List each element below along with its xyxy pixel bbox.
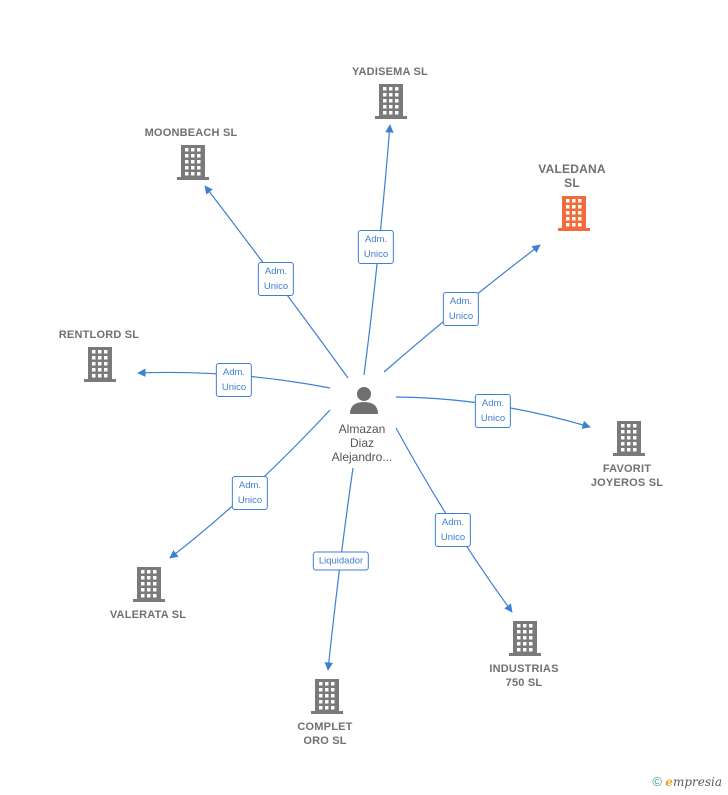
relation-label-complet[interactable]: Liquidador xyxy=(312,551,370,571)
complet-building-icon[interactable] xyxy=(311,679,343,714)
relation-label-favorit[interactable]: Adm. Unico xyxy=(474,394,512,428)
person-icon[interactable] xyxy=(350,387,378,414)
copyright-icon: © xyxy=(652,774,662,789)
brand-logo: empresia xyxy=(665,775,722,789)
moonbeach-building-icon[interactable] xyxy=(177,145,209,180)
yadisema-building-icon[interactable] xyxy=(375,84,407,119)
company-label-valerata[interactable]: VALERATA SL xyxy=(109,609,187,621)
relation-label-rentlord[interactable]: Adm. Unico xyxy=(215,363,253,397)
company-label-moonbeach[interactable]: MOONBEACH SL xyxy=(144,127,238,139)
company-label-industrias[interactable]: INDUSTRIAS 750 SL xyxy=(489,663,559,689)
brand-footer: © empresia xyxy=(652,774,722,789)
company-label-favorit[interactable]: FAVORIT JOYEROS SL xyxy=(590,463,664,489)
company-label-rentlord[interactable]: RENTLORD SL xyxy=(58,329,140,341)
relation-label-yadisema[interactable]: Adm. Unico xyxy=(357,230,395,264)
favorit-building-icon[interactable] xyxy=(613,421,645,456)
relation-label-valerata[interactable]: Adm. Unico xyxy=(231,476,269,510)
relation-label-industrias[interactable]: Adm. Unico xyxy=(434,513,472,547)
relation-label-moonbeach[interactable]: Adm. Unico xyxy=(257,262,295,296)
relation-label-valedana[interactable]: Adm. Unico xyxy=(442,292,480,326)
valerata-building-icon[interactable] xyxy=(133,567,165,602)
industrias-building-icon[interactable] xyxy=(509,621,541,656)
company-label-yadisema[interactable]: YADISEMA SL xyxy=(352,66,428,78)
company-label-valedana[interactable]: VALEDANA SL xyxy=(538,162,606,190)
person-name-label[interactable]: Almazan Diaz Alejandro... xyxy=(331,422,393,464)
company-label-complet[interactable]: COMPLET ORO SL xyxy=(297,721,353,747)
valedana-building-icon[interactable] xyxy=(558,196,590,231)
rentlord-building-icon[interactable] xyxy=(84,347,116,382)
